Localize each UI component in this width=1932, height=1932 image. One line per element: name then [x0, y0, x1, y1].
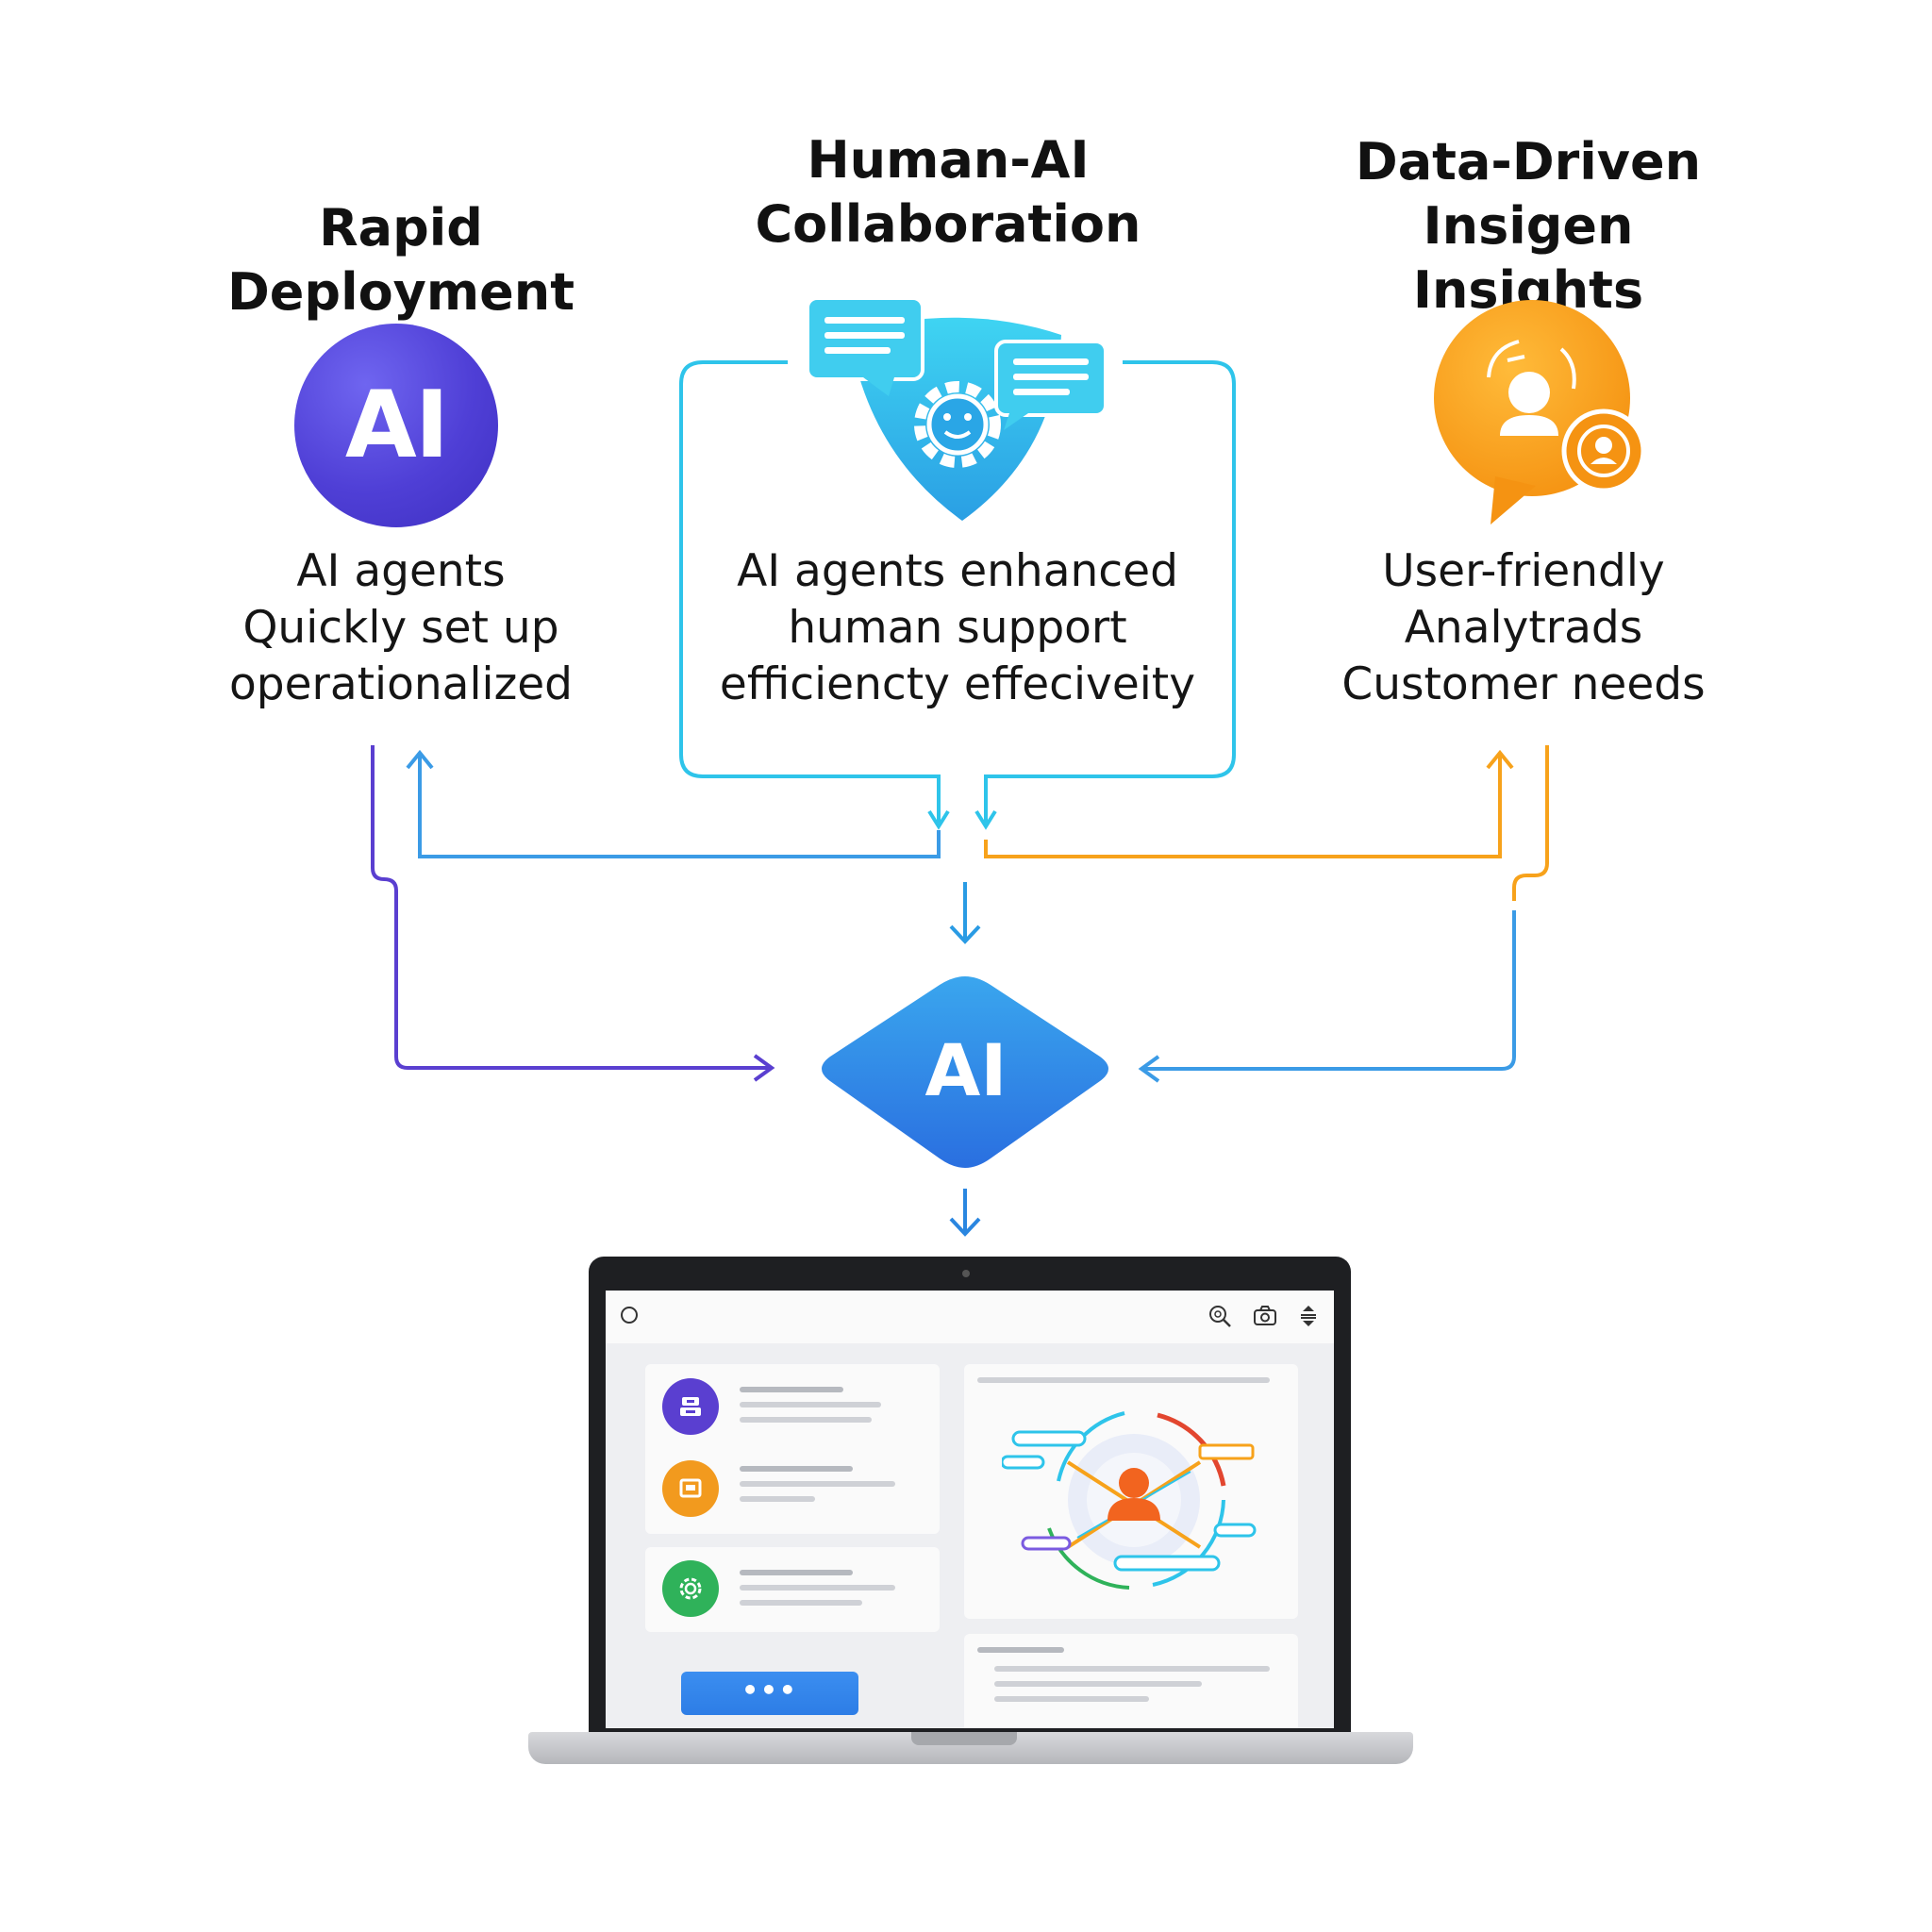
- settings-icon[interactable]: [662, 1560, 719, 1617]
- list-item-line: [740, 1570, 853, 1575]
- more-button[interactable]: •••: [681, 1672, 858, 1715]
- inbox-icon[interactable]: [662, 1378, 719, 1435]
- list-item-line: [740, 1496, 815, 1502]
- orange-down-line: [1512, 745, 1549, 901]
- app-toolbar: [606, 1291, 1334, 1343]
- title-rapid-deployment: Rapid Deployment: [226, 198, 575, 322]
- blue-line-to-hub: [1143, 910, 1516, 1071]
- sort-icon[interactable]: [1294, 1302, 1323, 1330]
- window-circle-icon[interactable]: [621, 1307, 638, 1324]
- details-line: [994, 1681, 1202, 1687]
- hub-label: AI: [924, 1028, 1008, 1112]
- collab-loop-right: [984, 360, 1236, 823]
- list-item-line: [740, 1600, 862, 1606]
- list-item-line: [740, 1402, 881, 1407]
- purple-line-to-hub: [371, 745, 769, 1070]
- details-line: [977, 1647, 1064, 1653]
- list-item-line: [740, 1387, 843, 1392]
- laptop-notch: [911, 1732, 1017, 1745]
- title-data-driven-insights: Data-Driven Insigen Insights: [1355, 132, 1702, 320]
- hub-diamond: [822, 976, 1108, 1168]
- network-diagram-icon: [1002, 1411, 1257, 1590]
- ai-circle-icon: AI: [294, 324, 498, 527]
- list-item-line: [740, 1466, 853, 1472]
- monitor-icon[interactable]: [662, 1460, 719, 1517]
- desc-data-driven-insights: User-friendly Analytrads Customer needs: [1341, 545, 1706, 710]
- title-human-ai-collaboration: Human-AI Collaboration: [755, 130, 1141, 254]
- ai-circle-label: AI: [344, 372, 449, 479]
- blue-return-line: [418, 755, 941, 858]
- list-item-line: [740, 1481, 895, 1487]
- orange-return-line: [984, 755, 1502, 858]
- details-line: [994, 1666, 1270, 1672]
- card-header-line: [977, 1377, 1270, 1383]
- desc-rapid-deployment: AI agents Quickly set up operationalized: [229, 545, 573, 710]
- details-line: [994, 1696, 1149, 1702]
- search-icon[interactable]: [1206, 1302, 1234, 1330]
- laptop-camera: [962, 1270, 970, 1277]
- chat-shield-icon: [806, 296, 1108, 521]
- collab-loop-left: [679, 360, 941, 823]
- desc-human-ai-collaboration: AI agents enhanced human support efficie…: [719, 545, 1196, 710]
- laptop-screen: •••: [606, 1291, 1334, 1728]
- list-item-line: [740, 1417, 872, 1423]
- list-item-line: [740, 1585, 895, 1591]
- user-analytics-bubble-icon: [1434, 300, 1646, 525]
- camera-icon[interactable]: [1251, 1302, 1279, 1330]
